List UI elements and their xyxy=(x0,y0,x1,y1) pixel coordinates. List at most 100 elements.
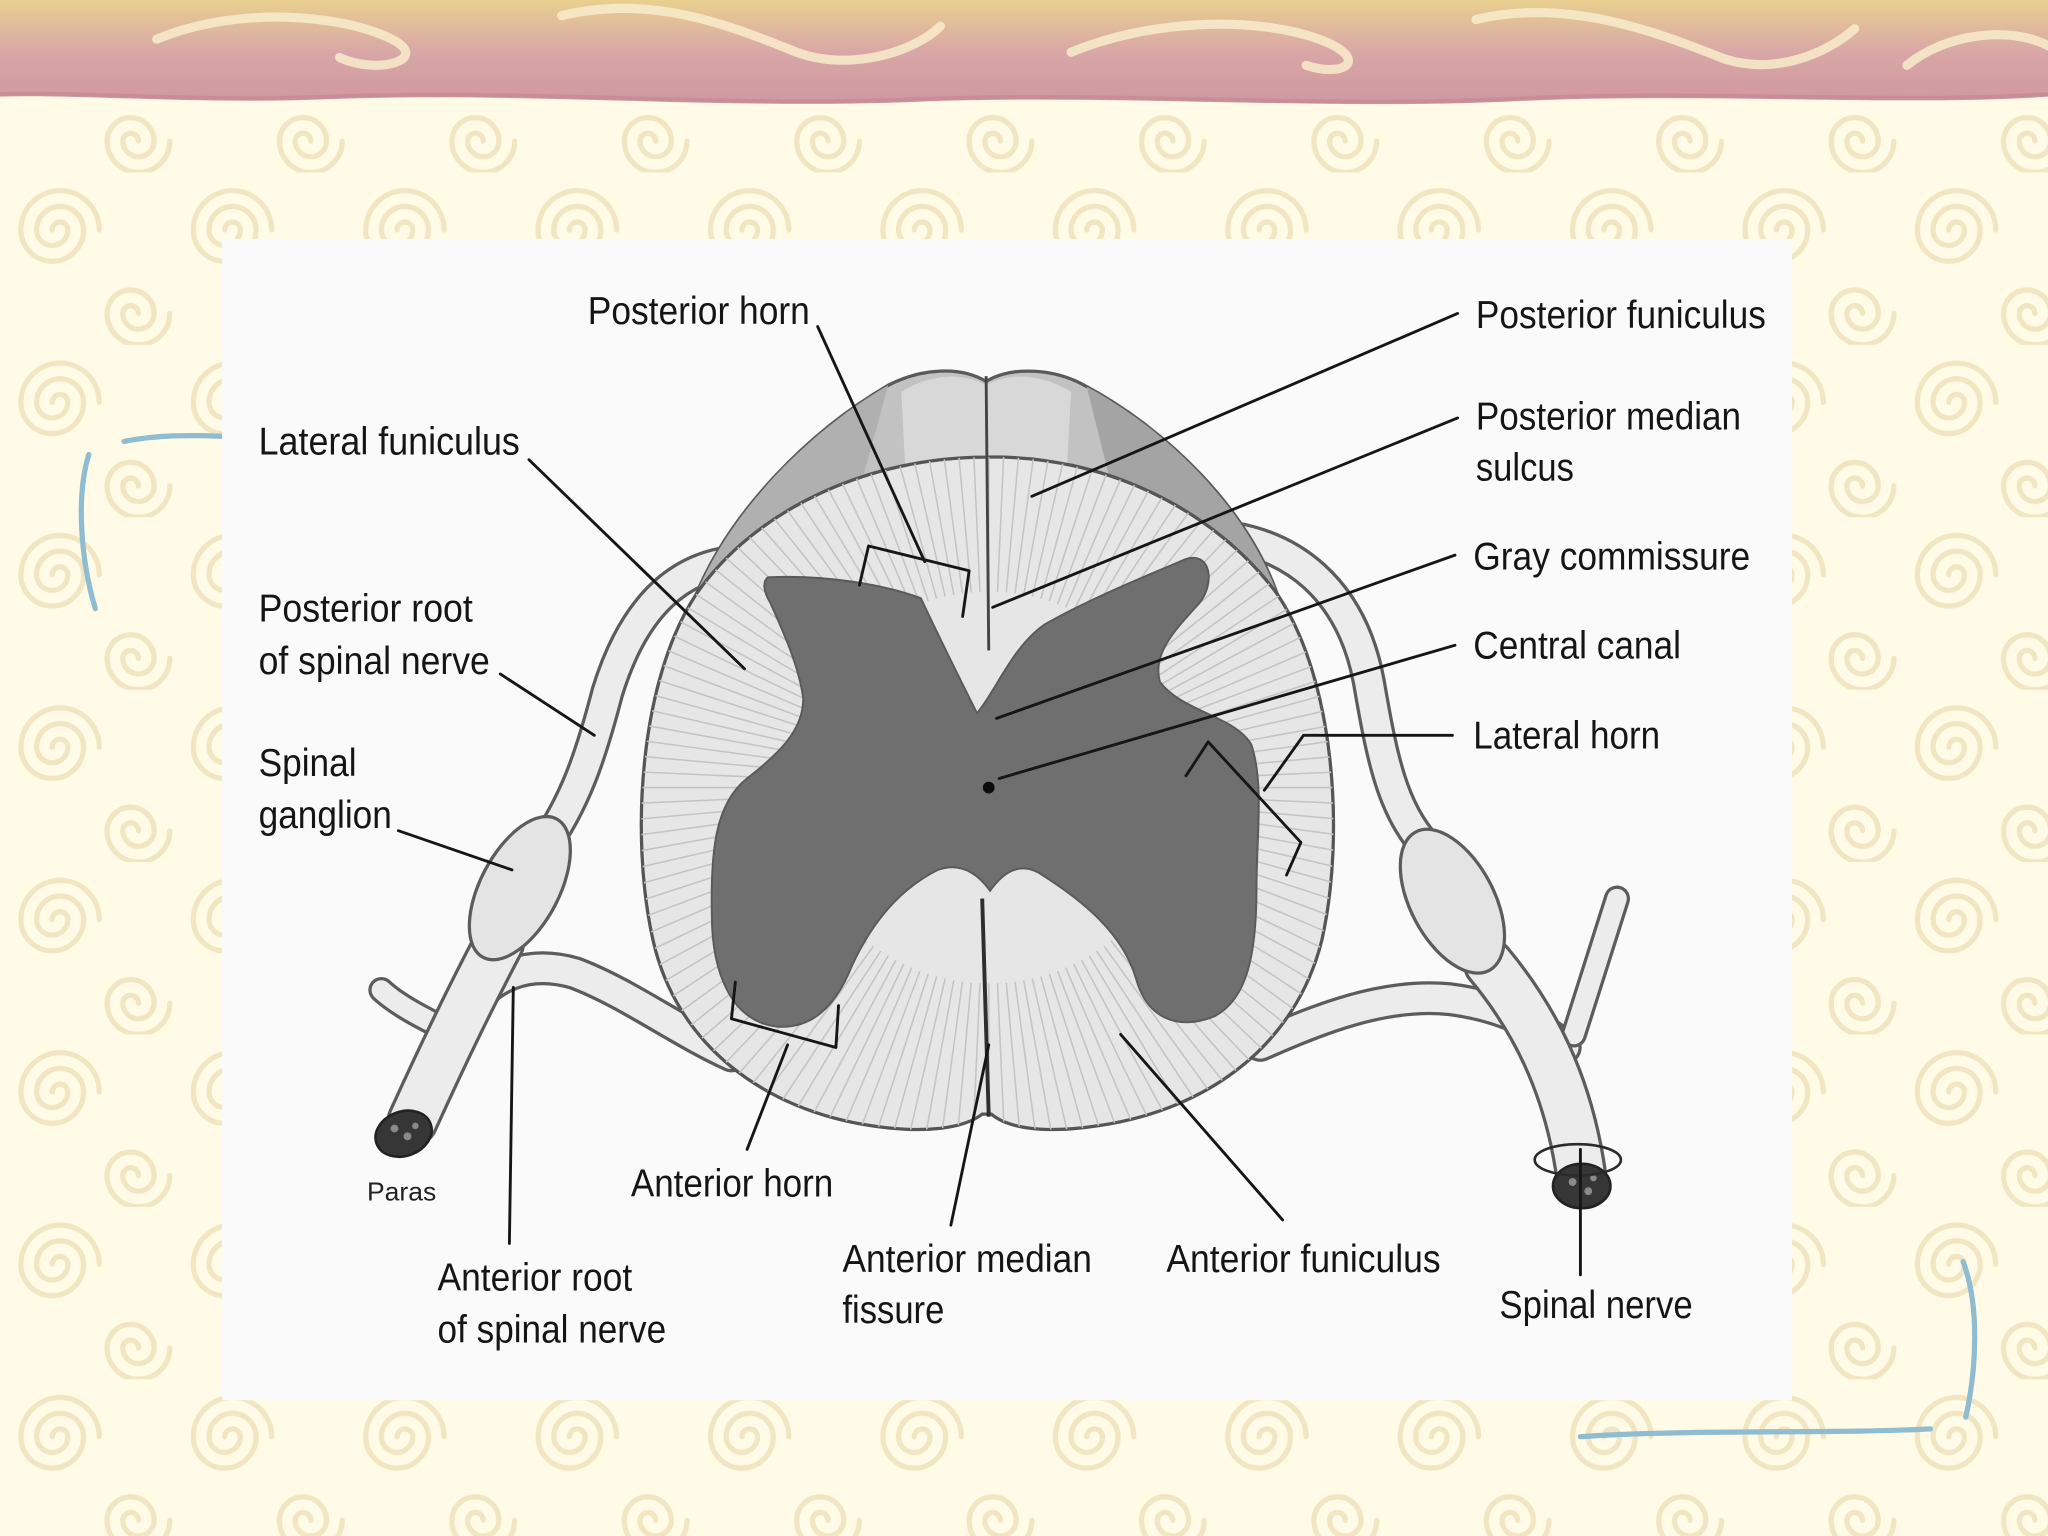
white-matter-striation xyxy=(935,981,964,1130)
right-ramus xyxy=(1564,888,1627,1045)
left-spinal-nerve xyxy=(389,920,522,1144)
label-posterior-median-sulcus-line2: sulcus xyxy=(1476,447,1574,490)
white-matter-striation xyxy=(1014,981,1043,1130)
white-matter-striation xyxy=(996,983,1008,1130)
leader-line-lateral-horn xyxy=(1262,733,1454,792)
white-matter-striation xyxy=(1031,978,1077,1130)
label-spinal-ganglion-line2: ganglion xyxy=(259,794,392,837)
white-matter-striation xyxy=(1056,457,1128,605)
leader-line-anterior-median-fissure xyxy=(949,1043,991,1227)
white-matter-striation xyxy=(1103,945,1220,1106)
white-matter-striation xyxy=(1048,457,1111,602)
leader-line-central-canal xyxy=(997,643,1457,780)
leader-line-spinal-ganglion xyxy=(396,829,514,872)
nerve-fascicle-dot xyxy=(412,1122,419,1130)
nerve-fascicle-dot xyxy=(1568,1178,1577,1186)
leader-line-posterior-median-sulcus xyxy=(991,416,1460,609)
white-matter-striation xyxy=(1080,959,1176,1130)
central-canal xyxy=(982,781,995,794)
white-matter-striation xyxy=(1031,457,1077,597)
white-matter-striation xyxy=(1022,980,1060,1130)
white-matter-striation xyxy=(1014,457,1043,594)
white-matter-striation xyxy=(641,716,797,754)
nerve-fascicle-dot xyxy=(1590,1174,1597,1182)
left-nerve-cut-end xyxy=(374,1109,433,1159)
label-posterior-funiculus: Posterior funiculus xyxy=(1476,294,1766,337)
right-spinal-ganglion xyxy=(1398,827,1507,975)
right-nerve-group xyxy=(1197,518,1631,1210)
white-matter-striation xyxy=(850,970,921,1130)
white-matter-striation xyxy=(970,457,981,592)
diagram-labels: Posterior horn Posterior funiculus Later… xyxy=(259,290,1766,1352)
label-posterior-horn: Posterior horn xyxy=(588,290,810,333)
white-matter-striation xyxy=(883,457,938,599)
posterior-horn-bracket xyxy=(857,544,971,618)
label-spinal-ganglion-line1: Spinal xyxy=(259,742,357,785)
anterior-median-fissure-line xyxy=(980,898,991,1117)
white-matter-striation xyxy=(952,457,972,593)
label-paras: Paras xyxy=(367,1176,436,1206)
white-matter-striation xyxy=(1040,976,1094,1130)
white-matter-striation xyxy=(1005,457,1025,593)
white-matter-striation xyxy=(1096,950,1206,1116)
leader-line-anterior-root xyxy=(507,985,515,1245)
bracket-line xyxy=(1577,1426,1934,1440)
white-matter-striation xyxy=(1040,457,1094,599)
label-spinal-nerve: Spinal nerve xyxy=(1499,1284,1692,1327)
posterior-column-top-left xyxy=(901,376,987,465)
anterior-horn-bracket xyxy=(729,980,840,1049)
white-matter-striation xyxy=(834,967,913,1130)
leader-line-anterior-funiculus xyxy=(1119,1033,1285,1222)
label-lateral-funiculus: Lateral funiculus xyxy=(259,421,520,464)
banner-band xyxy=(0,0,2048,105)
white-matter-striation xyxy=(935,457,964,594)
white-matter-striation xyxy=(818,963,905,1130)
top-banner xyxy=(0,0,2048,105)
label-anterior-root-line2: of spinal nerve xyxy=(438,1309,667,1352)
bracket-arc xyxy=(78,451,98,612)
right-spinal-nerve xyxy=(1466,941,1604,1194)
label-posterior-root-line1: Posterior root xyxy=(259,588,473,631)
label-anterior-median-fissure-line1: Anterior median xyxy=(842,1238,1091,1281)
left-spinal-ganglion xyxy=(467,814,572,962)
white-matter-striation xyxy=(802,959,897,1130)
white-matter-striation xyxy=(917,980,955,1130)
leader-line-gray-commissure xyxy=(995,553,1457,720)
nerve-fascicle-dot xyxy=(390,1124,399,1133)
label-anterior-root-line1: Anterior root xyxy=(438,1256,633,1299)
white-matter-striation xyxy=(866,457,929,602)
label-anterior-funiculus: Anterior funiculus xyxy=(1166,1238,1440,1281)
leader-line-anterior-horn xyxy=(745,1043,790,1151)
white-matter-striation xyxy=(1022,457,1060,595)
white-matter-striation xyxy=(900,978,946,1130)
white-matter-striation xyxy=(900,457,946,597)
white-matter-striation xyxy=(970,983,981,1130)
bracket-arc xyxy=(1960,1259,1978,1420)
white-matter-striation xyxy=(772,950,882,1116)
banner-swirl xyxy=(152,12,411,70)
left-nerve-group xyxy=(368,543,782,1159)
nerve-fascicle-dot xyxy=(403,1132,412,1141)
banner-edge xyxy=(0,91,2048,104)
spinal-cord-diagram: Posterior horn Posterior funiculus Later… xyxy=(259,290,1766,1352)
white-matter-striation xyxy=(1073,963,1160,1130)
banner-swirl xyxy=(1066,19,1353,75)
label-anterior-horn: Anterior horn xyxy=(631,1162,833,1205)
spinal-nerve-ring xyxy=(1533,1142,1623,1177)
banner-swirl xyxy=(1471,8,1860,70)
white-matter-striation xyxy=(952,982,972,1130)
label-posterior-median-sulcus-line1: Posterior median xyxy=(1476,396,1741,439)
right-posterior-root xyxy=(1200,521,1440,861)
white-matter-striation xyxy=(883,976,938,1130)
lateral-horn-bracket xyxy=(1184,740,1303,877)
banner-swirl xyxy=(557,3,945,65)
label-anterior-median-fissure-line2: fissure xyxy=(842,1289,944,1332)
white-matter-striation xyxy=(1065,967,1144,1130)
leader-line-posterior-root xyxy=(498,672,596,737)
bracket-line xyxy=(121,432,225,445)
decorative-bracket-bottom-right xyxy=(1577,1259,1978,1440)
posterior-median-sulcus-line xyxy=(984,376,991,651)
label-lateral-horn: Lateral horn xyxy=(1473,714,1660,757)
leader-line-posterior-funiculus xyxy=(1030,312,1460,498)
